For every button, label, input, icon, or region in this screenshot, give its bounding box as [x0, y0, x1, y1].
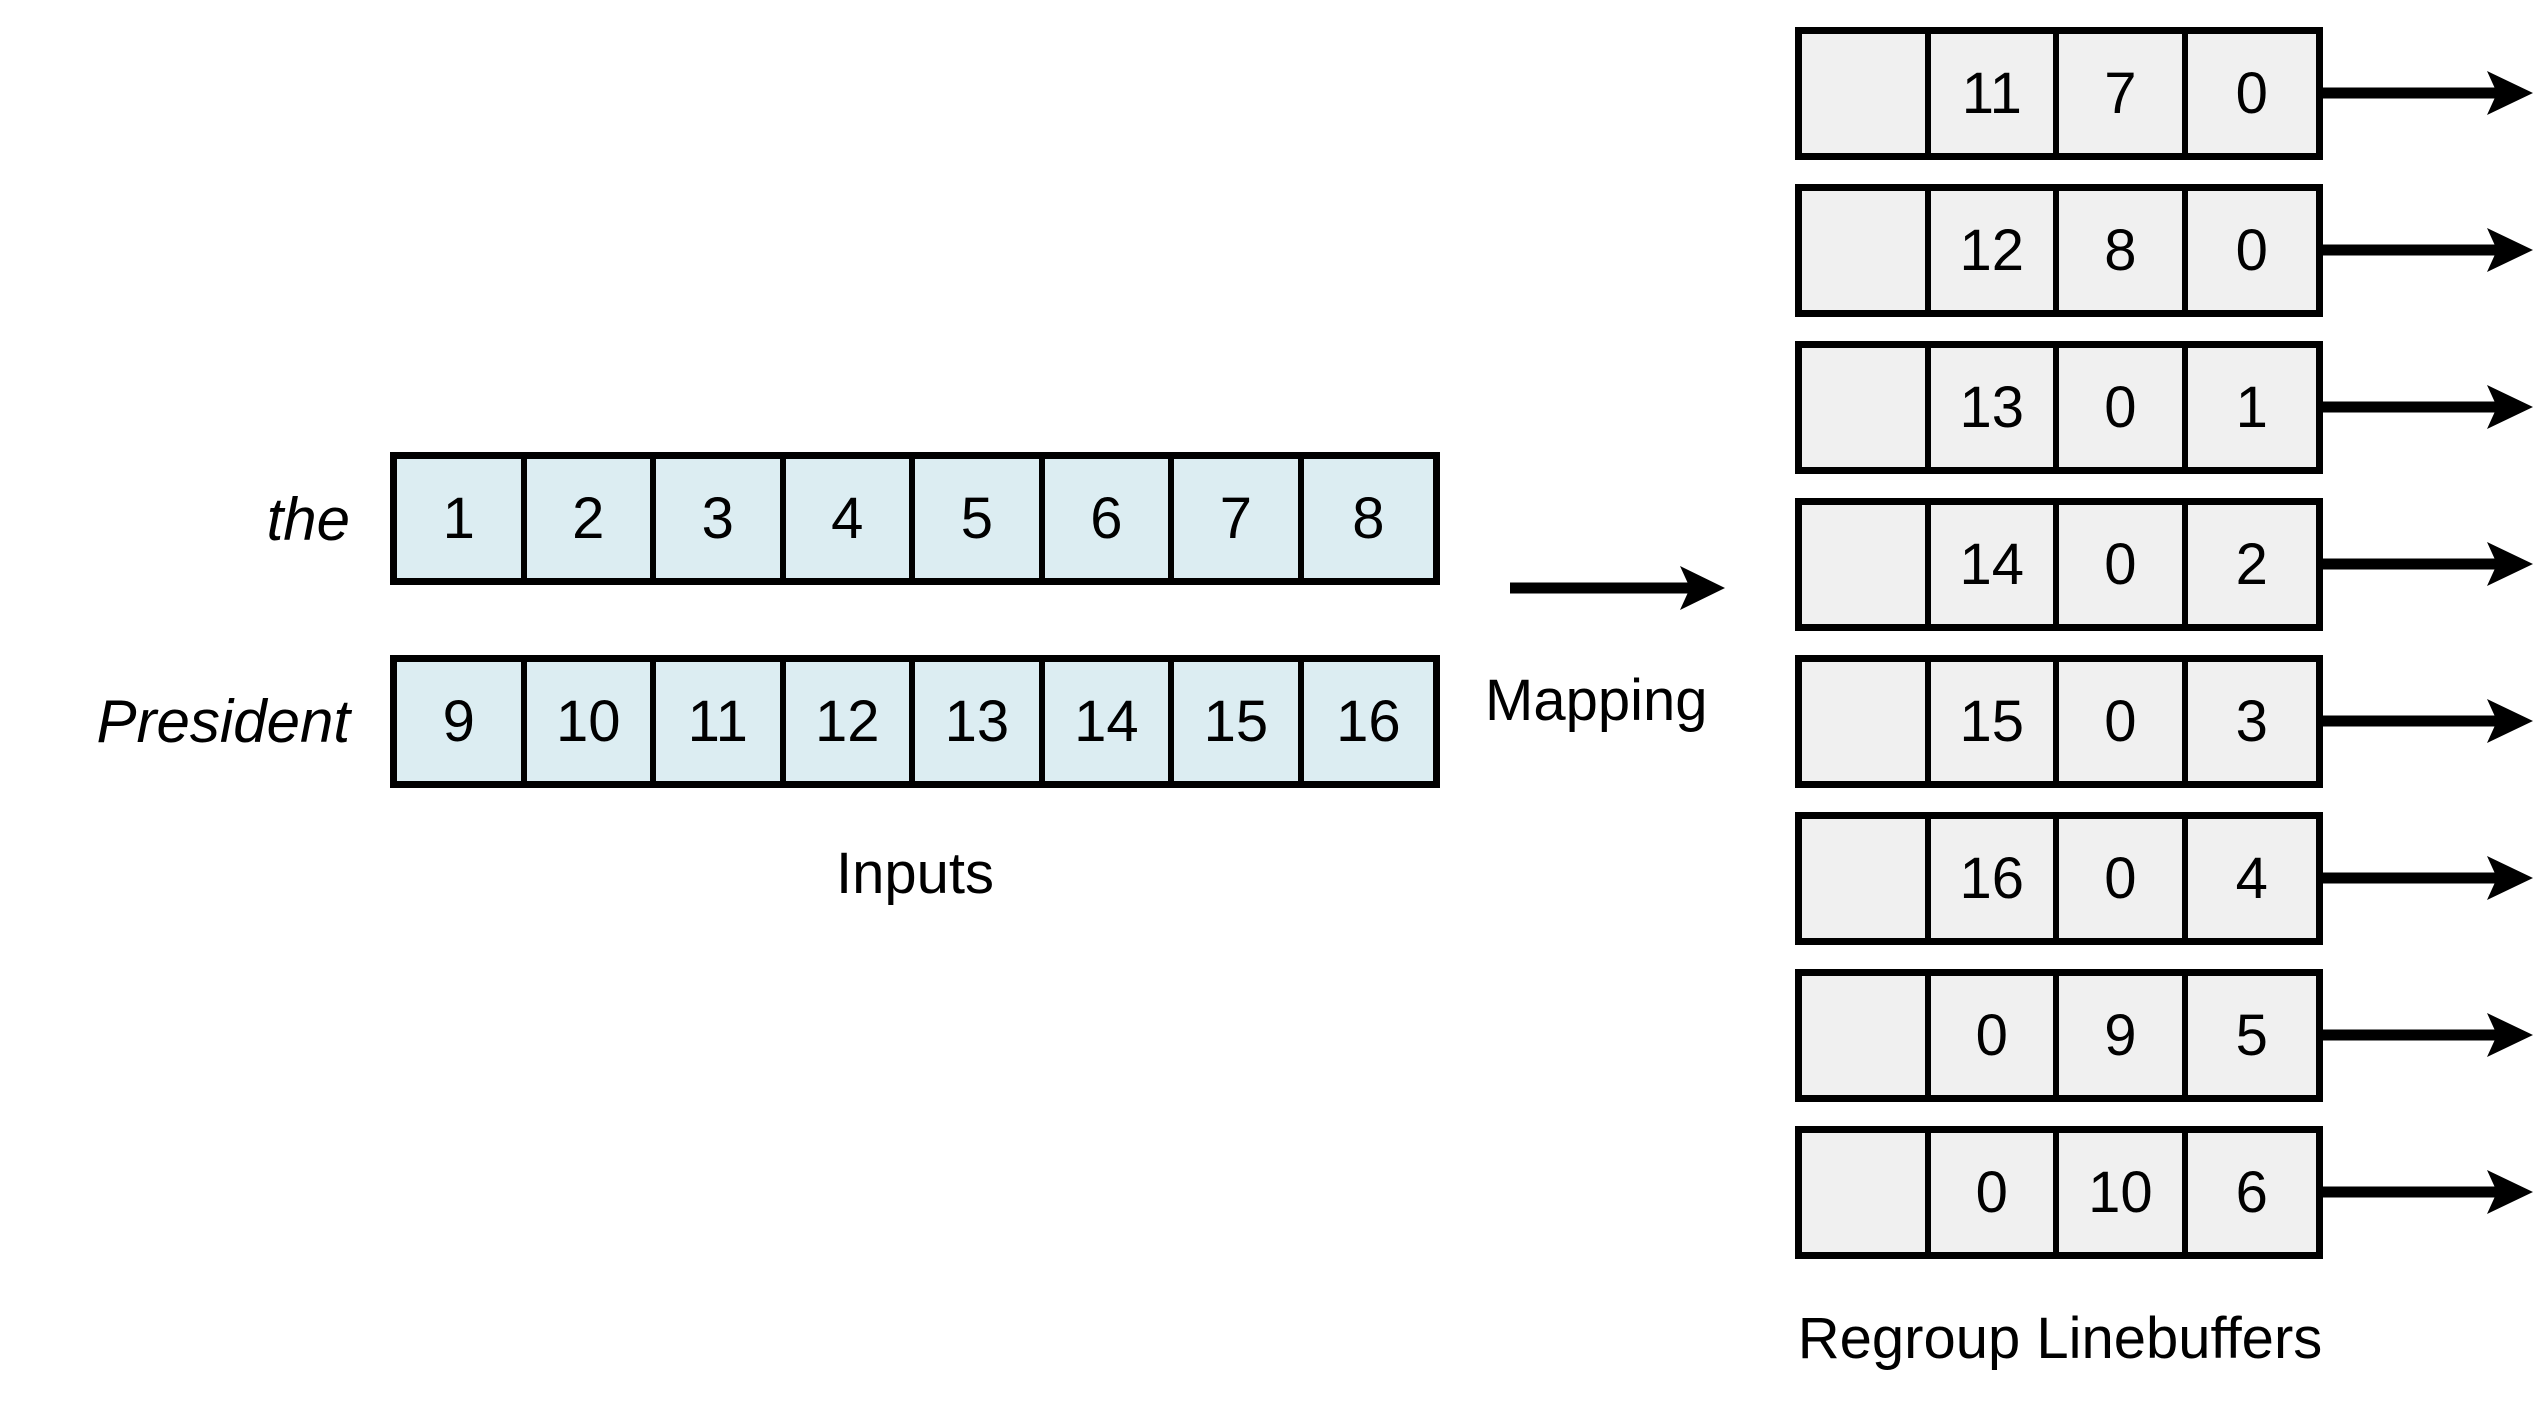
linebuffer-row: 0 9 5 — [1795, 969, 2323, 1102]
linebuffer-output-arrow-right-icon — [2322, 1013, 2533, 1057]
linebuffer-cell: 10 — [2059, 1133, 2188, 1252]
linebuffer-cell: 11 — [1930, 34, 2060, 153]
linebuffer-output-arrow-right-icon — [2322, 1170, 2533, 1214]
linebuffer-output-arrow-right-icon — [2322, 228, 2533, 272]
input-cell: 10 — [526, 662, 657, 781]
linebuffer-cell-empty — [1802, 976, 1931, 1095]
linebuffer-row: 13 0 1 — [1795, 341, 2323, 474]
linebuffer-cell: 15 — [1930, 662, 2060, 781]
linebuffer-cell-empty — [1802, 505, 1931, 624]
input-row-president: 9 10 11 12 13 14 15 16 — [390, 655, 1440, 788]
input-cell: 8 — [1303, 459, 1434, 578]
mapping-arrow-right-icon — [1510, 566, 1725, 610]
linebuffer-cell: 3 — [2187, 662, 2316, 781]
linebuffer-cell-empty — [1802, 819, 1931, 938]
input-cell: 9 — [397, 662, 527, 781]
linebuffer-cell-empty — [1802, 191, 1931, 310]
input-cell: 3 — [656, 459, 786, 578]
linebuffer-cell: 13 — [1930, 348, 2060, 467]
linebuffer-row: 0 10 6 — [1795, 1126, 2323, 1259]
linebuffer-cell: 1 — [2187, 348, 2316, 467]
linebuffer-cell: 16 — [1930, 819, 2060, 938]
linebuffer-cell-empty — [1802, 1133, 1931, 1252]
linebuffer-cell: 4 — [2187, 819, 2316, 938]
linebuffer-output-arrow-right-icon — [2322, 71, 2533, 115]
input-row-label-the: the — [266, 486, 350, 553]
input-cell: 13 — [915, 662, 1045, 781]
linebuffer-cell: 8 — [2059, 191, 2188, 310]
linebuffer-cell: 0 — [2187, 34, 2316, 153]
linebuffer-cell: 0 — [2059, 819, 2188, 938]
linebuffer-row: 16 0 4 — [1795, 812, 2323, 945]
linebuffer-cell: 6 — [2187, 1133, 2316, 1252]
input-cell: 12 — [785, 662, 916, 781]
linebuffer-cell: 5 — [2187, 976, 2316, 1095]
linebuffer-cell: 9 — [2059, 976, 2188, 1095]
input-cell: 2 — [526, 459, 657, 578]
linebuffer-cell: 14 — [1930, 505, 2060, 624]
linebuffer-cell: 0 — [2187, 191, 2316, 310]
linebuffer-row: 11 7 0 — [1795, 27, 2323, 160]
input-cell: 14 — [1044, 662, 1175, 781]
linebuffer-cell: 0 — [2059, 662, 2188, 781]
linebuffer-cell: 0 — [2059, 505, 2188, 624]
linebuffer-cell: 0 — [1930, 1133, 2060, 1252]
linebuffer-cell: 0 — [1930, 976, 2060, 1095]
linebuffer-cell: 7 — [2059, 34, 2188, 153]
input-cell: 1 — [397, 459, 527, 578]
input-row-label-president: President — [96, 688, 350, 755]
linebuffer-output-arrow-right-icon — [2322, 542, 2533, 586]
linebuffer-row: 15 0 3 — [1795, 655, 2323, 788]
input-cell: 5 — [915, 459, 1045, 578]
linebuffer-cell: 0 — [2059, 348, 2188, 467]
inputs-caption: Inputs — [836, 841, 994, 906]
linebuffer-cell: 2 — [2187, 505, 2316, 624]
input-cell: 11 — [656, 662, 786, 781]
linebuffer-row: 12 8 0 — [1795, 184, 2323, 317]
linebuffer-output-arrow-right-icon — [2322, 856, 2533, 900]
linebuffer-cell-empty — [1802, 348, 1931, 467]
linebuffer-output-arrow-right-icon — [2322, 699, 2533, 743]
input-cell: 16 — [1303, 662, 1434, 781]
input-row-the: 1 2 3 4 5 6 7 8 — [390, 452, 1440, 585]
linebuffer-output-arrow-right-icon — [2322, 385, 2533, 429]
input-cell: 6 — [1044, 459, 1175, 578]
linebuffer-row: 14 0 2 — [1795, 498, 2323, 631]
input-cell: 7 — [1174, 459, 1304, 578]
mapping-label: Mapping — [1485, 668, 1708, 733]
input-cell: 15 — [1174, 662, 1304, 781]
linebuffer-cell-empty — [1802, 34, 1931, 153]
linebuffer-cell: 12 — [1930, 191, 2060, 310]
input-cell: 4 — [785, 459, 916, 578]
linebuffer-cell-empty — [1802, 662, 1931, 781]
linebuffers-caption: Regroup Linebuffers — [1797, 1306, 2323, 1371]
